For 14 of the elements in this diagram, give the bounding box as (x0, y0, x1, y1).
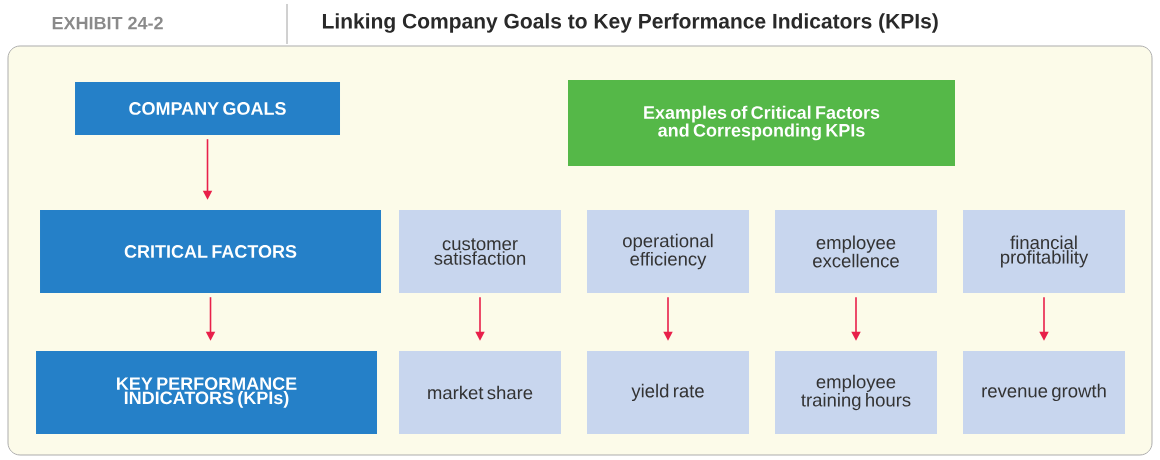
factor-box: employee excellence (775, 210, 937, 293)
factor-box: revenue growth (963, 351, 1125, 434)
process-box: KEY PERFORMANCE INDICATORS (KPIs) (36, 351, 377, 434)
heading-box: Examples of Critical Factors and Corresponding KPIs (568, 80, 955, 166)
process-box: COMPANY GOALS (75, 82, 340, 135)
factor-box: employee training hours (775, 351, 937, 434)
factor-box: operational efficiency (587, 210, 749, 293)
factor-box: customer satisfaction (399, 210, 561, 293)
title: Linking Company Goals to Key Performance Indicators (KPIs) (322, 13, 938, 33)
process-box: CRITICAL FACTORS (40, 210, 381, 293)
exhibit-label: EXHIBIT 24-2 (52, 16, 163, 30)
factor-box: market share (399, 351, 561, 434)
factor-box: financial profitability (963, 210, 1125, 293)
factor-box: yield rate (587, 351, 749, 434)
